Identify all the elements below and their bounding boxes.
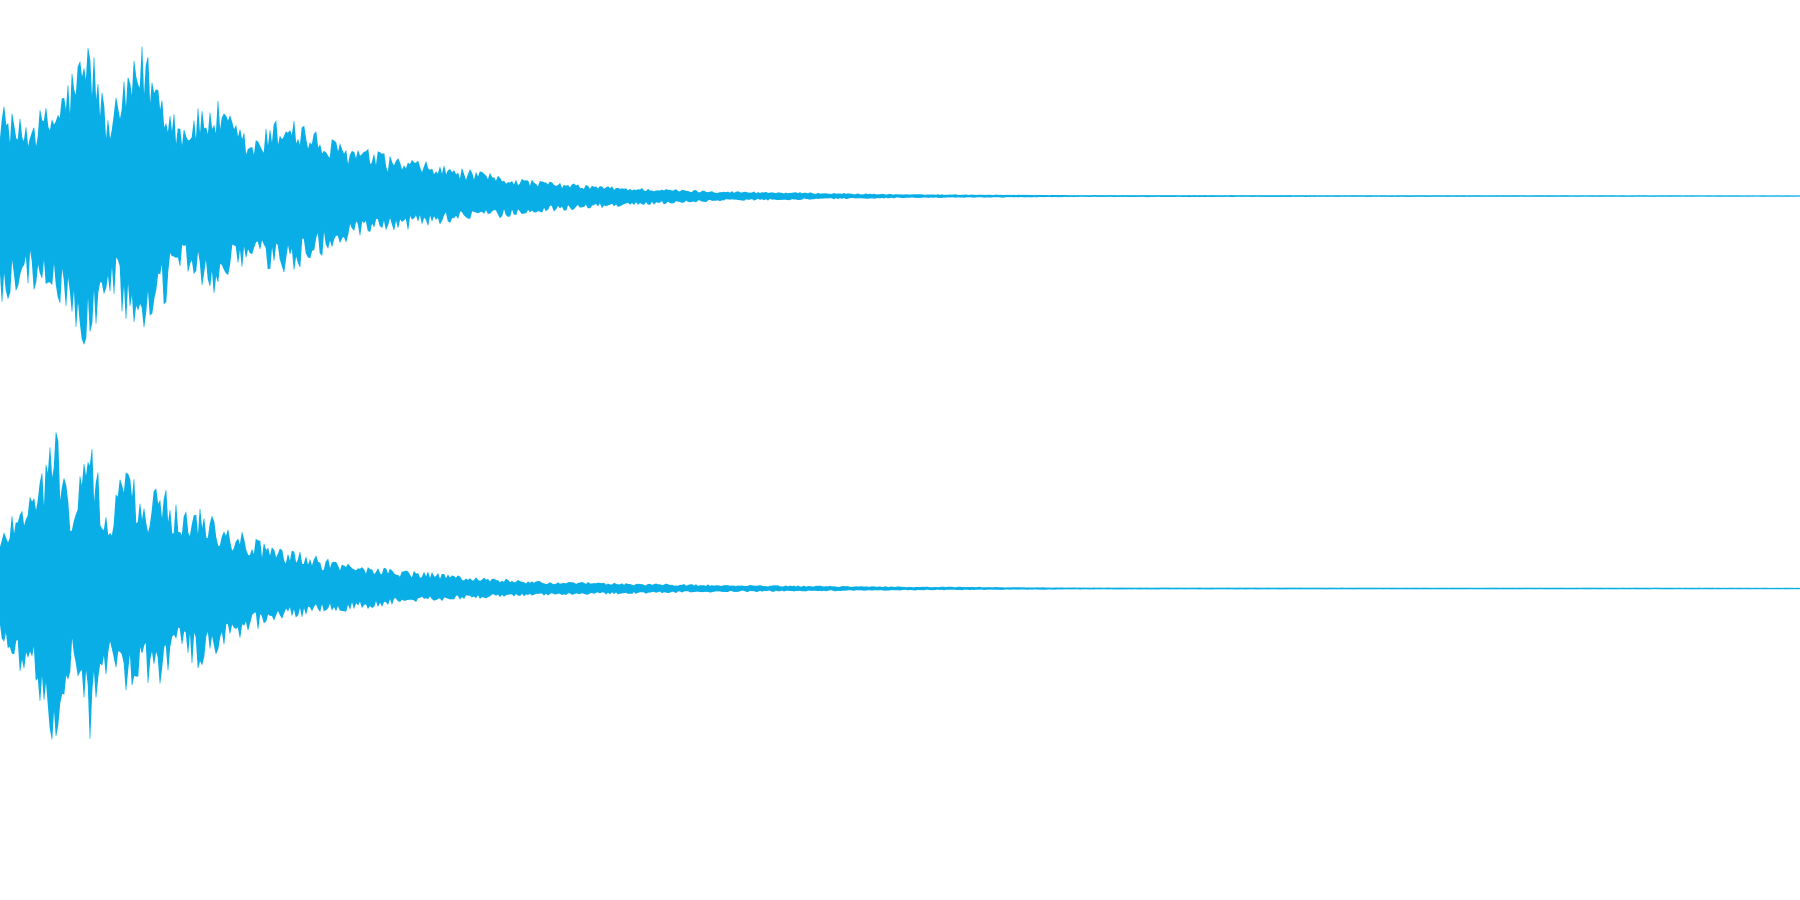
waveform-envelope-channel-1 xyxy=(0,46,1800,345)
channel-1-waveform xyxy=(0,46,1800,345)
channel-2-waveform xyxy=(0,432,1800,740)
waveform-envelope-channel-2 xyxy=(0,432,1800,740)
